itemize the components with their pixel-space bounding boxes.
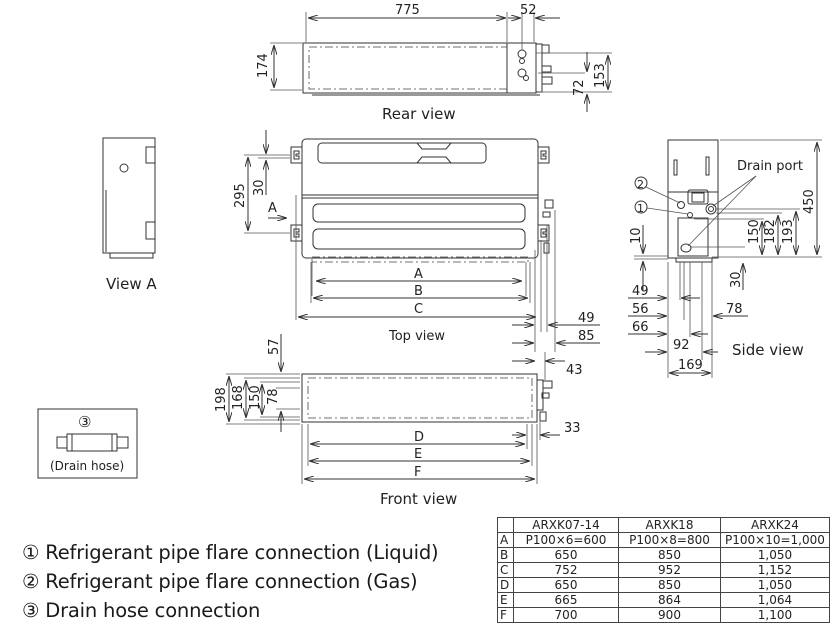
table-cell: P100×6=600 [513, 532, 619, 548]
side-width-49: 49 [632, 284, 649, 299]
front-height-78: 78 [266, 388, 281, 405]
table-cell: 650 [513, 547, 619, 563]
side-width-78: 78 [726, 302, 743, 317]
drain-hose-box: ③ (Drain hose) [37, 408, 138, 479]
top-view-title: Top view [388, 329, 445, 344]
table-cell: 850 [618, 547, 721, 563]
front-height-198: 198 [214, 387, 229, 412]
side-view: 2 1 Drain port 450 193 182 150 30 10 [628, 139, 822, 378]
view-a-arrow-label: A [268, 201, 277, 216]
table-cell: P100×10=1,000 [720, 532, 830, 548]
side-height-182: 182 [763, 219, 778, 244]
table-cell: 1,050 [720, 547, 830, 563]
side-view-title: Side view [732, 341, 804, 359]
table-cell: B [497, 547, 514, 563]
side-callout-1: 1 [637, 202, 644, 215]
rear-view: 775 52 174 153 72 Rear view [256, 3, 612, 123]
top-view: 295 30 A A B C 49 85 Top view [233, 130, 600, 352]
dim-label-a: A [414, 267, 423, 282]
side-width-169: 169 [678, 358, 703, 373]
table-row: E 665 864 1,064 [497, 592, 830, 608]
table-row: F 700 900 1,100 [497, 607, 830, 623]
table-cell: D [497, 577, 514, 593]
table-cell: E [497, 592, 514, 608]
side-width-56: 56 [632, 302, 649, 317]
table-cell: F [497, 607, 514, 623]
side-height-30: 30 [729, 271, 744, 288]
drain-port-label: Drain port [737, 159, 803, 174]
top-hanger-depth-dim: 295 [233, 183, 248, 208]
dim-label-b: B [414, 284, 423, 299]
table-cell: 1,100 [720, 607, 830, 623]
view-a: View A [102, 137, 157, 293]
rear-height-dim: 174 [256, 53, 271, 78]
side-height-10: 10 [629, 227, 644, 244]
front-right-dim-33: 33 [564, 421, 581, 436]
table-header-cell: ARXK24 [720, 517, 830, 533]
drain-hose-icon [56, 433, 129, 452]
rear-pipe-offset-dim: 52 [520, 3, 537, 18]
table-cell: A [497, 532, 514, 548]
table-cell: 1,152 [720, 562, 830, 578]
rear-width-dim: 775 [395, 3, 420, 18]
table-row: A P100×6=600 P100×8=800 P100×10=1,000 [497, 532, 830, 548]
front-view-title: Front view [380, 490, 457, 508]
dimension-table: ARXK07-14 ARXK18 ARXK24 A P100×6=600 P10… [497, 517, 830, 623]
table-cell: 1,064 [720, 592, 830, 608]
rear-pipe-lower-dim: 72 [572, 79, 587, 96]
table-cell: 752 [513, 562, 619, 578]
legend-item-liquid: ① Refrigerant pipe flare connection (Liq… [22, 541, 439, 564]
front-height-150: 150 [248, 385, 263, 410]
table-cell: 1,050 [720, 577, 830, 593]
side-callout-2: 2 [637, 178, 644, 191]
table-cell: C [497, 562, 514, 578]
drain-hose-label: (Drain hose) [50, 459, 124, 473]
table-cell: 952 [618, 562, 721, 578]
rear-pipe-upper-dim: 153 [593, 63, 608, 88]
table-cell: 850 [618, 577, 721, 593]
table-cell: P100×8=800 [618, 532, 721, 548]
dim-label-e: E [414, 447, 422, 462]
table-row: D 650 850 1,050 [497, 577, 830, 593]
drain-hose-callout: ③ [78, 413, 91, 431]
table-cell: 864 [618, 592, 721, 608]
side-height-150: 150 [747, 219, 762, 244]
side-total-height-dim: 450 [802, 189, 817, 214]
front-height-168: 168 [231, 385, 246, 410]
side-width-66: 66 [632, 320, 649, 335]
table-header-cell: ARXK18 [618, 517, 721, 533]
connection-legend: ① Refrigerant pipe flare connection (Liq… [22, 538, 439, 625]
front-view: 57 198 168 150 78 43 33 D E F Front view [214, 334, 583, 508]
dim-label-c: C [414, 302, 423, 317]
top-right-dim-49: 49 [578, 311, 595, 326]
table-header-row: ARXK07-14 ARXK18 ARXK24 [497, 517, 830, 533]
dim-label-d: D [414, 430, 424, 445]
front-top-offset-dim: 57 [267, 338, 282, 355]
table-cell: 665 [513, 592, 619, 608]
front-right-dim-43: 43 [566, 363, 583, 378]
side-height-193: 193 [781, 219, 796, 244]
top-hanger-offset-dim: 30 [252, 179, 267, 196]
table-cell: 700 [513, 607, 619, 623]
hanger-bracket-icon [290, 146, 550, 242]
table-row: C 752 952 1,152 [497, 562, 830, 578]
side-width-92: 92 [673, 338, 690, 353]
table-cell: 900 [618, 607, 721, 623]
table-row: B 650 850 1,050 [497, 547, 830, 563]
table-header-cell: ARXK07-14 [513, 517, 619, 533]
legend-item-drain: ③ Drain hose connection [22, 599, 261, 622]
rear-view-title: Rear view [382, 105, 456, 123]
table-header-cell [497, 517, 514, 533]
legend-item-gas: ② Refrigerant pipe flare connection (Gas… [22, 570, 418, 593]
top-right-dim-85: 85 [578, 329, 595, 344]
dim-label-f: F [414, 465, 421, 480]
table-cell: 650 [513, 577, 619, 593]
view-a-title: View A [106, 275, 157, 293]
